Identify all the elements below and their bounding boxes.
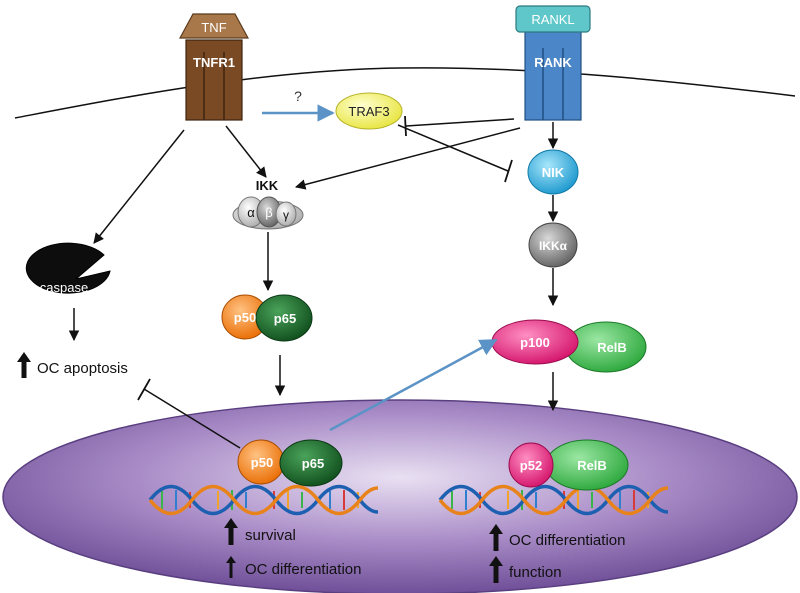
rankl-ligand [515,5,591,33]
up-arrow-icon [224,518,238,545]
traf3-node [335,92,403,130]
oc-differentiation-right-label: OC differentiation [509,532,625,549]
p100-label: p100 [520,335,550,350]
inhibit-traf3-nik [397,124,509,172]
up-arrow-icon [226,556,236,578]
rank-receptor: RANKL RANK [515,5,591,121]
inhibit-bar-traf3 [404,115,407,137]
caspase-label: caspase [40,280,88,295]
ikk-alpha-label: IKKα [539,239,568,253]
oc-differentiation-left-outcome: OC differentiation [226,556,361,578]
p65-label: p65 [274,311,296,326]
ikk-label: IKK [256,178,279,193]
function-outcome: function [489,556,562,583]
arrow-p50p65-p100 [329,338,498,432]
oc-differentiation-right-outcome: OC differentiation [489,524,625,551]
cell-membrane [14,67,796,119]
tnfr1-label: TNFR1 [193,55,235,70]
p50-nuclear-label: p50 [251,455,273,470]
arrow-tnfr1-ikk [225,125,267,178]
ikk-alpha-node [528,222,578,268]
relb-label: RelB [597,340,627,355]
survival-label: survival [245,527,296,544]
dna-helix-right [438,484,669,516]
ikk-alpha-subunit: α [247,205,255,220]
survival-outcome: survival [224,518,296,545]
nik-node [527,149,579,195]
tnfr1-receptor: TNF TNFR1 [178,13,250,121]
ikk-beta-subunit: β [265,205,272,220]
nucleus [2,399,798,593]
arrow-tnfr1-caspase [93,129,185,244]
up-arrow-icon [17,352,31,378]
rank-label: RANK [534,55,572,70]
tnf-label: TNF [201,20,226,35]
up-arrow-icon [489,524,503,551]
nik-label: NIK [542,165,565,180]
oc-differentiation-left-label: OC differentiation [245,561,361,578]
inhibit-rank-traf3 [405,118,515,127]
inhibit-bar-nik [504,159,513,183]
dna-helix-left [148,484,379,516]
arrow-rank-ikk [294,127,521,190]
ikk-gamma-subunit: γ [283,208,289,222]
up-arrow-icon [489,556,503,583]
p65-nuclear-label: p65 [302,456,324,471]
function-label: function [509,564,562,581]
inhibit-bar-apoptosis [137,378,151,401]
p50-label: p50 [234,310,256,325]
inhibit-p50p65-apoptosis [143,388,241,449]
p65-node [255,294,313,342]
caspase-node [25,242,111,294]
traf3-label: TRAF3 [348,104,389,119]
rankl-label: RANKL [531,12,574,27]
p65-nuclear-node [279,439,343,487]
p52-label: p52 [520,458,542,473]
apoptosis-outcome: OC apoptosis [17,352,128,378]
unknown-mark: ? [294,88,302,104]
relb-nuclear-label: RelB [577,458,607,473]
tnf-ligand [178,13,250,39]
apoptosis-label: OC apoptosis [37,360,128,377]
p52-node [508,442,554,488]
ikk-complex: α β γ [232,196,304,230]
